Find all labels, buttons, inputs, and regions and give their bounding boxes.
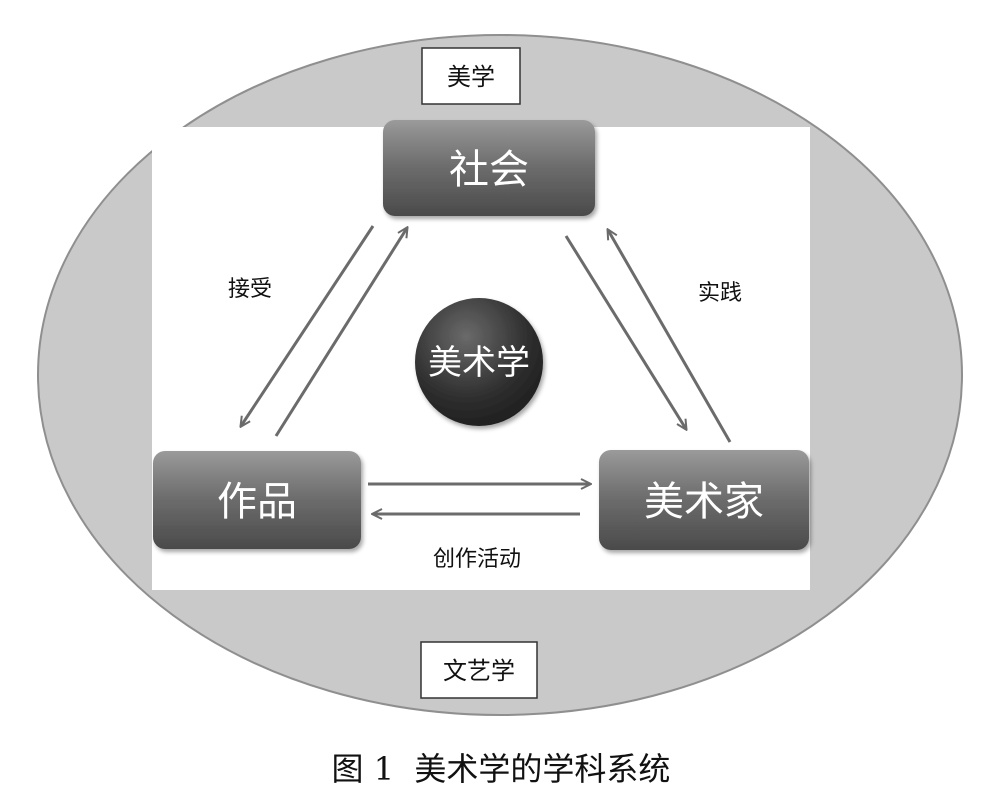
node-artwork: [153, 451, 361, 549]
node-society: [383, 120, 595, 216]
outer-top-label-box: 美学: [421, 47, 521, 105]
node-artist-label: 美术家: [644, 479, 764, 525]
node-artist: [599, 450, 809, 550]
center-label: 美术学: [428, 343, 530, 383]
outer-bottom-label: 文艺学: [443, 657, 515, 685]
node-society-label: 社会: [449, 147, 529, 193]
arrow-society-to-artwork: [241, 225, 375, 426]
edge-label-practice: 实践: [698, 281, 742, 306]
outer-top-label: 美学: [447, 63, 495, 91]
edge-label-creation: 创作活动: [433, 547, 521, 572]
edge-label-reception: 接受: [228, 277, 272, 302]
node-artwork-label: 作品: [217, 479, 297, 525]
center-ball: [415, 298, 543, 426]
outer-bottom-label-box: 文艺学: [420, 641, 538, 699]
figure-caption: 图 1 美术学的学科系统: [332, 750, 671, 788]
arrow-society-to-artist: [564, 235, 686, 429]
arrow-artist-to-society: [608, 230, 732, 443]
arrow-artwork-to-society: [274, 228, 407, 437]
